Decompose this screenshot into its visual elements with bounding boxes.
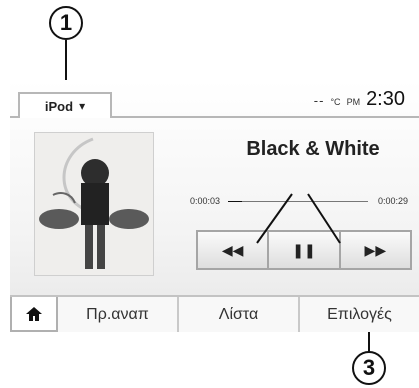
next-button[interactable]: ▶▶ bbox=[340, 232, 410, 268]
tab-options-label: Επιλογές bbox=[327, 305, 392, 323]
source-selector-button[interactable]: iPod ▾ bbox=[18, 92, 112, 118]
progress-bar[interactable] bbox=[228, 201, 368, 202]
pause-icon: ❚❚ bbox=[292, 241, 316, 258]
tab-repeat[interactable]: Πρ.αναπ bbox=[58, 297, 179, 332]
media-screen: iPod ▾ -- °C PM 2:30 Black & White 0:00:… bbox=[10, 80, 419, 332]
rewind-icon: ◀◀ bbox=[221, 241, 244, 258]
callout-1-label: 1 bbox=[59, 10, 73, 35]
clock: 2:30 bbox=[366, 88, 405, 110]
track-title: Black & White bbox=[246, 138, 380, 160]
album-art bbox=[34, 132, 154, 276]
source-label: iPod bbox=[44, 98, 74, 114]
am-pm-indicator: PM bbox=[346, 97, 361, 107]
home-icon bbox=[26, 306, 42, 321]
elapsed-time: 0:00:03 bbox=[190, 196, 221, 206]
callout-3: 3 bbox=[352, 351, 386, 385]
chevron-down-icon: ▾ bbox=[79, 99, 86, 113]
previous-button[interactable]: ◀◀ bbox=[198, 232, 270, 268]
tab-list-label: Λίστα bbox=[218, 305, 259, 323]
temperature-readout: -- bbox=[313, 93, 325, 108]
progress-fill bbox=[228, 201, 242, 202]
home-button[interactable] bbox=[10, 297, 58, 332]
fast-forward-icon: ▶▶ bbox=[364, 241, 387, 258]
playback-controls: ◀◀ ❚❚ ▶▶ bbox=[196, 230, 412, 270]
tab-list[interactable]: Λίστα bbox=[179, 297, 300, 332]
top-bar: iPod ▾ -- °C PM 2:30 bbox=[10, 80, 419, 118]
tab-options[interactable]: Επιλογές bbox=[300, 297, 419, 332]
temperature-unit: °C bbox=[330, 97, 341, 107]
pause-button[interactable]: ❚❚ bbox=[269, 232, 341, 268]
tab-repeat-label: Πρ.αναπ bbox=[86, 305, 149, 323]
bottom-bar: Πρ.αναπ Λίστα Επιλογές bbox=[10, 295, 419, 332]
callout-3-label: 3 bbox=[362, 355, 376, 380]
status-area: -- °C PM 2:30 bbox=[314, 88, 405, 111]
album-art-image bbox=[35, 133, 153, 275]
total-time: 0:00:29 bbox=[378, 196, 409, 206]
callout-1-leader bbox=[65, 40, 67, 104]
callout-1: 1 bbox=[49, 6, 83, 40]
